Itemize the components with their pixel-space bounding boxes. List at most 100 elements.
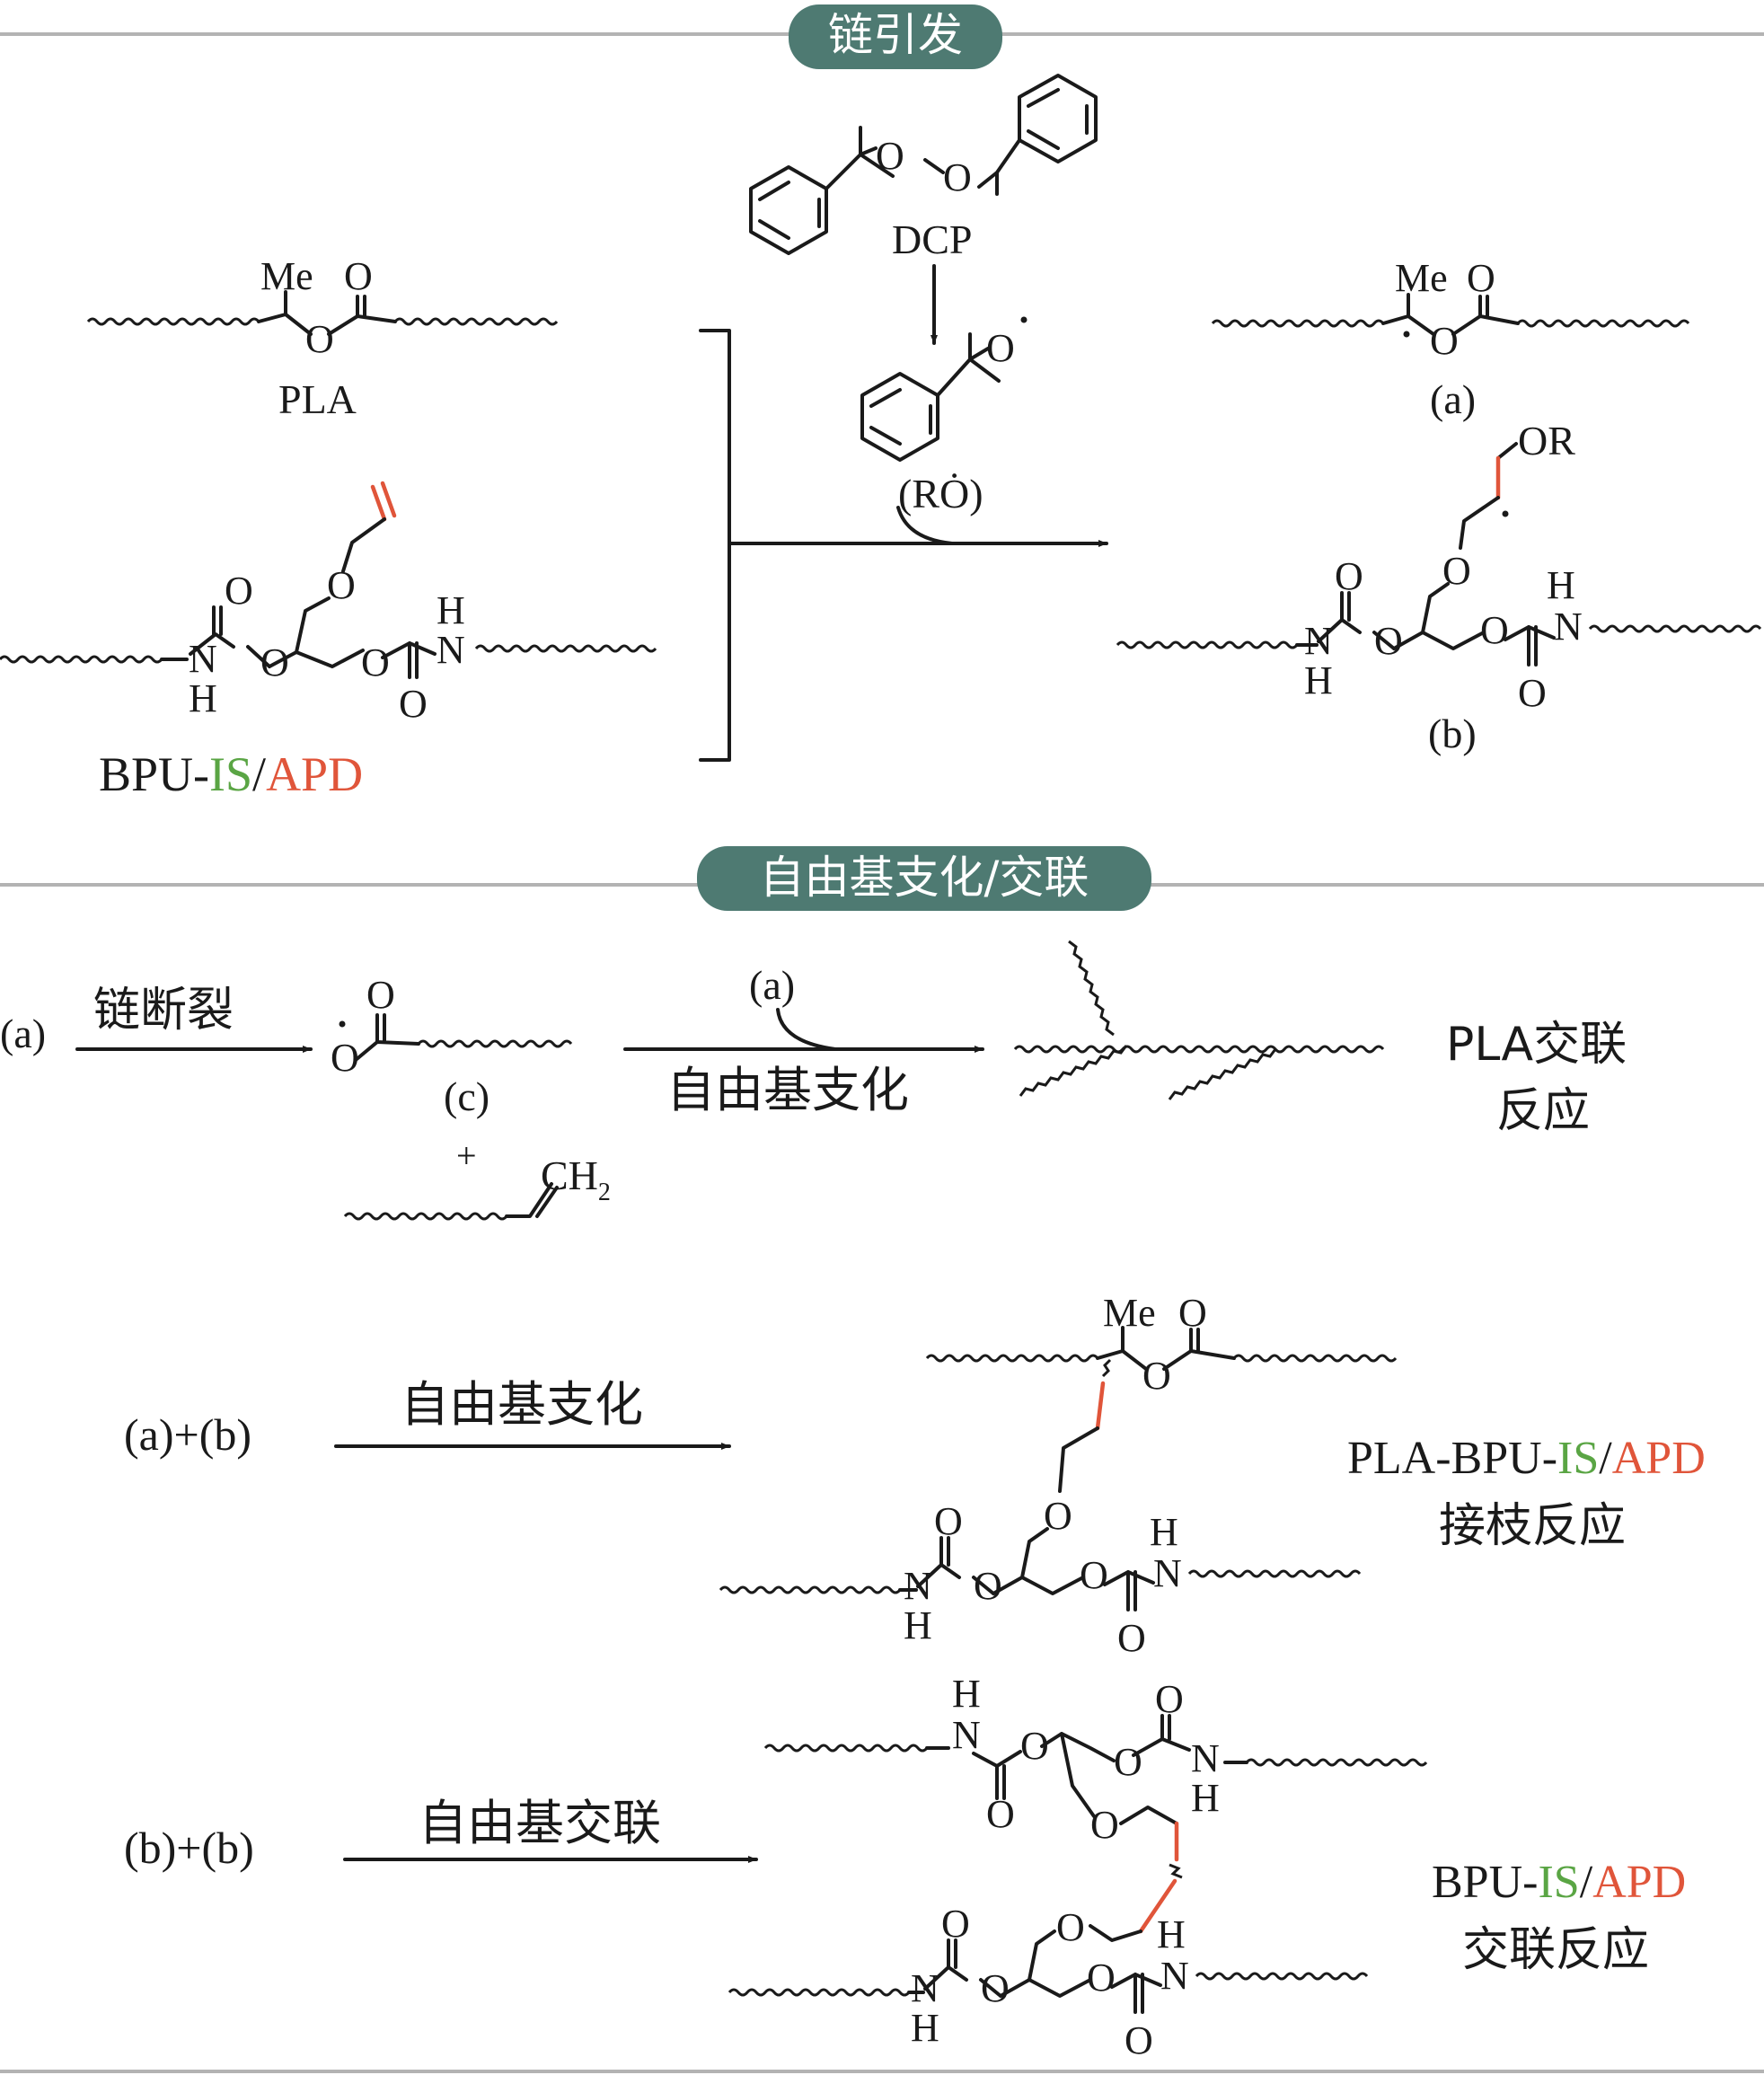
product-b-h-left: H [1304, 658, 1333, 702]
graft-o-carbonyl-top: O [1178, 1291, 1207, 1335]
row1-carbonyl-o: O [366, 973, 395, 1017]
graft-product-structure: Me O O O O N H O O O N H [719, 1291, 1398, 1660]
xl-bottom-o-ester-left: O [981, 1966, 1010, 2010]
plus-sign: + [456, 1135, 477, 1176]
graft-o-ester-left: O [974, 1564, 1002, 1608]
dcp-o2: O [943, 155, 972, 199]
row3-start: (b)+(b) [124, 1823, 254, 1873]
product-c-label: (c) [444, 1073, 490, 1119]
row-3: (b)+(b) 自由基交联 H N O O O O N H O O [124, 1672, 1686, 2062]
row1-reagent: (a) [749, 962, 795, 1008]
bpu-o-ester-left: O [260, 640, 289, 684]
xl-top-o-carbonyl-left: O [986, 1792, 1015, 1836]
section-header-branching [697, 846, 1151, 911]
radical-dot [1020, 316, 1028, 323]
row-2: (a)+(b) 自由基支化 Me O O O O N H O O O N H P… [124, 1291, 1706, 1660]
bpu-o-carbonyl-left: O [225, 569, 253, 613]
cumyloxy-radical: O [860, 316, 1028, 462]
section-title-initiation: 链引发 [828, 9, 963, 61]
section-title-branching: 自由基支化/交联 [760, 852, 1089, 904]
product-b-o-ether: O [1442, 549, 1471, 593]
graft-o-ether: O [1044, 1494, 1072, 1538]
xl-top-o-ester-left: O [1020, 1724, 1049, 1768]
graft-n-right: N [1153, 1551, 1182, 1595]
xl-top-o-carbonyl-right: O [1155, 1677, 1184, 1721]
xl-top-h-right: H [1191, 1776, 1220, 1820]
xl-top-h-left: H [952, 1672, 981, 1716]
pla-ester-o: O [305, 317, 334, 361]
product-b-structure: OR O O N H O O O N H (b) [1116, 418, 1762, 756]
branched-network [1013, 940, 1385, 1100]
row1-result-line1: PLA交联 [1446, 1018, 1627, 1072]
bpu-chain-right [474, 644, 657, 653]
row1-start: (a) [0, 1011, 46, 1056]
pla-structure: Me O O PLA [86, 254, 559, 422]
xl-bottom-h-left: H [911, 2006, 939, 2050]
bpu-allyl-double-bond [370, 481, 397, 522]
crosslink-red-bond-bottom [1138, 1878, 1177, 1934]
row-1: (a) 链断裂 O O (c) + CH2 (a) 自由基支化 PLA交联 反应 [0, 940, 1627, 1221]
product-b-or: OR [1518, 418, 1575, 464]
graft-me: Me [1103, 1291, 1156, 1335]
bpu-n-left: N [189, 637, 217, 681]
dcp-label: DCP [892, 216, 972, 262]
ro-label: (RȮ) [898, 471, 983, 517]
xl-top-o-ether: O [1090, 1803, 1119, 1847]
row2-arrow-label: 自由基支化 [401, 1376, 643, 1433]
product-a-me: Me [1395, 256, 1448, 300]
product-b-o-ester-left: O [1374, 619, 1403, 663]
product-a-o-carbonyl: O [1467, 256, 1495, 300]
pla-chain-left [86, 317, 260, 326]
graft-o-carbonyl-right: O [1117, 1616, 1146, 1660]
xl-top-n-right: N [1191, 1736, 1220, 1780]
bpu-n-right: N [437, 628, 465, 672]
row3-result-line2: 交联反应 [1462, 1923, 1649, 1977]
dcp-o1: O [876, 134, 904, 178]
product-b-h-right: H [1547, 563, 1575, 607]
ch2-label: CH2 [541, 1152, 611, 1206]
pla-label: PLA [278, 376, 357, 422]
row3-arrow-label: 自由基交联 [419, 1795, 661, 1851]
product-b-o-carbonyl-left: O [1335, 554, 1363, 598]
product-b-n-left: N [1304, 619, 1333, 663]
radical-o: O [986, 326, 1015, 370]
row2-result-line1: PLA-BPU-IS/APD [1347, 1433, 1706, 1484]
bpu-h-left: H [189, 676, 217, 720]
graft-h-right: H [1150, 1510, 1178, 1554]
bpu-chain-left [0, 655, 163, 664]
graft-o-ester-right: O [1080, 1553, 1108, 1597]
reactant-bracket [699, 329, 731, 762]
graft-h-left: H [904, 1603, 932, 1647]
bpu-o-carbonyl-right: O [399, 682, 428, 726]
product-b-o-carbonyl-right: O [1518, 671, 1547, 715]
row2-start: (a)+(b) [124, 1409, 251, 1460]
xl-bottom-h-right: H [1157, 1912, 1186, 1956]
row2-result-line2: 接枝反应 [1439, 1499, 1626, 1553]
product-a-label: (a) [1430, 376, 1476, 422]
row1-radical-o: O [331, 1036, 359, 1080]
section-header-initiation [789, 4, 1002, 69]
product-b-o-ester-right: O [1480, 608, 1509, 652]
pla-me-label: Me [260, 254, 313, 298]
row1-result-line2: 反应 [1496, 1084, 1590, 1138]
xl-bottom-n-left: N [911, 1966, 939, 2010]
bpu-o-ester-right: O [361, 640, 390, 684]
xl-bottom-o-ether: O [1056, 1905, 1085, 1949]
product-b-n-right: N [1554, 605, 1583, 649]
pla-carbonyl-o: O [344, 254, 373, 298]
bpu-o-ether: O [327, 563, 356, 607]
row3-result-line1: BPU-IS/APD [1432, 1857, 1686, 1908]
pla-chain-right [393, 317, 559, 326]
bpu-h-right: H [437, 588, 465, 632]
product-a-o-ester: O [1430, 319, 1459, 363]
ro-curved-arrow [896, 506, 954, 545]
graft-n-left: N [904, 1564, 932, 1608]
xl-bottom-n-right: N [1160, 1954, 1189, 1998]
bpu-structure: O O N H O O O N H BPU-IS/APD [0, 481, 657, 801]
xl-top-n-left: N [952, 1713, 981, 1757]
graft-red-bond [1095, 1381, 1106, 1431]
dcp-structure: O O DCP [749, 74, 1098, 345]
chain-scission-label: 链断裂 [93, 984, 234, 1038]
xl-bottom-o-ester-right: O [1087, 1956, 1116, 2000]
